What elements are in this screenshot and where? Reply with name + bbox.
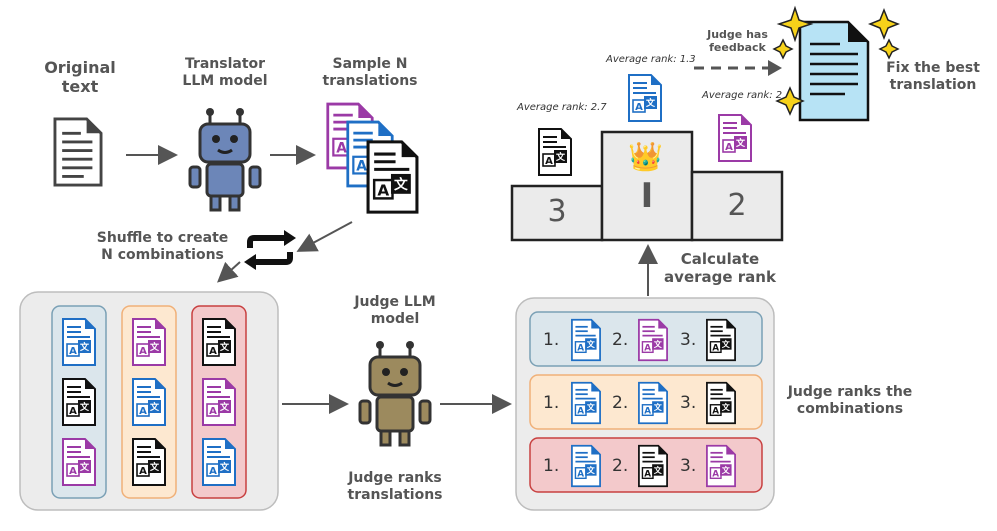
rank-row1-item2: 2.	[612, 330, 629, 350]
podium-third-number: 3	[547, 194, 567, 229]
rank-row3-item2: 2.	[612, 456, 629, 476]
rank-row2-item2: 2.	[612, 393, 629, 413]
rank-row3-item3: 3.	[680, 456, 697, 476]
label-original-text: Original text	[44, 58, 116, 97]
dashed-arrow-head	[768, 60, 782, 76]
label-shuffle: Shuffle to create N combinations	[96, 230, 229, 263]
label-sample: Sample N translations	[322, 56, 418, 89]
judge-robot-icon	[358, 341, 432, 447]
translator-robot-icon	[188, 108, 262, 212]
arrow-samples-to-shuffle	[296, 221, 353, 252]
label-judge-model: Judge LLM model	[354, 294, 436, 327]
shuffle-icon	[244, 230, 296, 270]
label-calculate-average: Calculate average rank	[664, 250, 776, 286]
rank-row2-item1: 1.	[543, 393, 560, 413]
crown-icon: 👑	[628, 140, 663, 173]
label-judge-ranks-translations: Judge ranks translations	[347, 470, 443, 503]
ranking-docs	[571, 318, 736, 488]
sparkle-icons	[772, 5, 901, 116]
original-document-icon	[53, 117, 103, 187]
label-translator: Translator LLM model	[182, 56, 268, 89]
avg-rank-third: Average rank: 2.7	[517, 102, 607, 113]
label-judge-ranks-combinations: Judge ranks the combinations	[787, 384, 913, 417]
sampled-translations-icon	[326, 102, 419, 214]
label-fix-best: Fix the best translation	[886, 60, 980, 93]
rank-row2-item3: 3.	[680, 393, 697, 413]
rank-row1-item1: 1.	[543, 330, 560, 350]
podium-second	[690, 170, 784, 242]
label-judge-feedback: Judge has feedback	[707, 28, 768, 55]
combination-docs	[61, 317, 237, 487]
podium-second-number: 2	[727, 188, 747, 223]
rank-row3-item1: 1.	[543, 456, 560, 476]
best-translation-icon	[798, 20, 870, 122]
avg-rank-first: Average rank: 1.3	[606, 54, 696, 65]
podium-first-number: I	[640, 176, 654, 216]
avg-rank-second: Average rank: 2	[702, 90, 783, 101]
rank-row1-item3: 3.	[680, 330, 697, 350]
arrow-shuffle-to-combos	[217, 261, 241, 283]
